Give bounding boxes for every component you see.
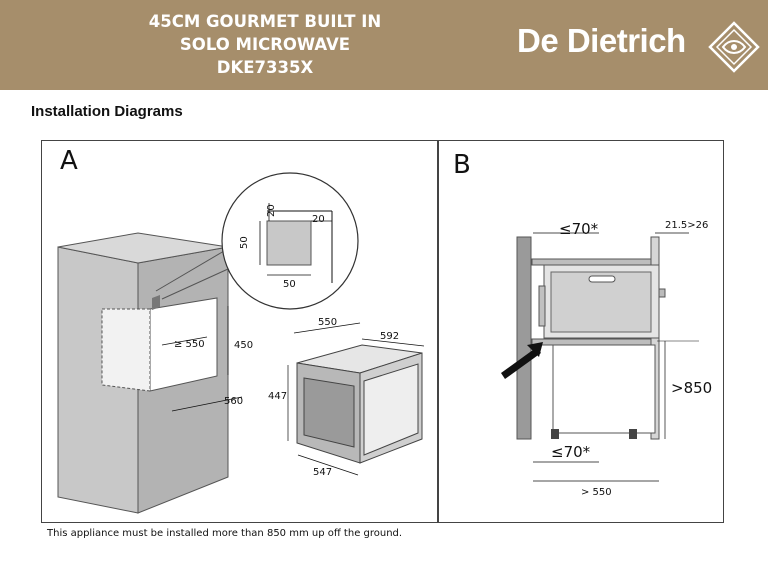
header-banner: 45CM GOURMET BUILT IN SOLO MICROWAVE DKE… (0, 0, 768, 90)
height-from-floor-dim: >850 (671, 379, 712, 397)
diamond-logo-icon (708, 21, 760, 73)
door-handle (588, 275, 616, 283)
appliance-front-width-dim: 547 (313, 467, 332, 478)
bottom-gap-dim: ≤70* (551, 443, 591, 461)
upper-shelf (531, 258, 656, 266)
title-line-1: 45CM GOURMET BUILT IN (148, 12, 382, 31)
diagram-b-panel: B ≤70* 21.5>26 >850 ≤70* > 550 (438, 140, 724, 523)
cutout-depth-dim: ≥ 550 (174, 339, 205, 350)
title-line-3: DKE7335X (216, 58, 314, 77)
microwave-appliance (296, 344, 423, 464)
title-line-2: SOLO MICROWAVE (179, 35, 351, 54)
side-gap-dim: 21.5>26 (665, 220, 708, 231)
diagram-a-panel: A 20 20 50 50 ≥ 5 (41, 140, 438, 523)
lower-shelf (531, 338, 656, 346)
appliance-depth-dim: 550 (318, 317, 337, 328)
diagram-a-label: A (60, 146, 78, 176)
vent-offset-top-dim: 20 (266, 204, 277, 217)
vent-height-dim: 50 (239, 236, 250, 249)
diagram-a-drawing: A 20 20 50 50 ≥ 5 (57, 146, 425, 514)
appliance-width-dim: 592 (380, 331, 399, 342)
base-cabinet (552, 344, 656, 434)
side-wall (516, 236, 532, 440)
product-title: 45CM GOURMET BUILT IN SOLO MICROWAVE DKE… (105, 10, 425, 79)
cabinet-depth-dim: 560 (224, 396, 243, 407)
footnote: This appliance must be installed more th… (47, 528, 403, 539)
depth-dim: > 550 (581, 487, 612, 498)
arrow-indicator (501, 347, 541, 379)
top-gap-dim: ≤70* (559, 220, 599, 238)
niche-opening (101, 297, 218, 392)
vent-offset-side-dim: 20 (312, 214, 325, 225)
appliance-height-dim: 447 (268, 391, 287, 402)
diagram-b-label: B (453, 150, 471, 180)
vent-hole (152, 295, 160, 310)
cutout-height-dim: 450 (234, 340, 253, 351)
section-title: Installation Diagrams (31, 103, 183, 120)
diagram-b-drawing: B ≤70* 21.5>26 >850 ≤70* > 550 (453, 150, 712, 498)
vent-width-dim: 50 (283, 279, 296, 290)
vent-detail-magnifier (155, 172, 359, 310)
brand-logo-text: De Dietrich (517, 22, 686, 59)
